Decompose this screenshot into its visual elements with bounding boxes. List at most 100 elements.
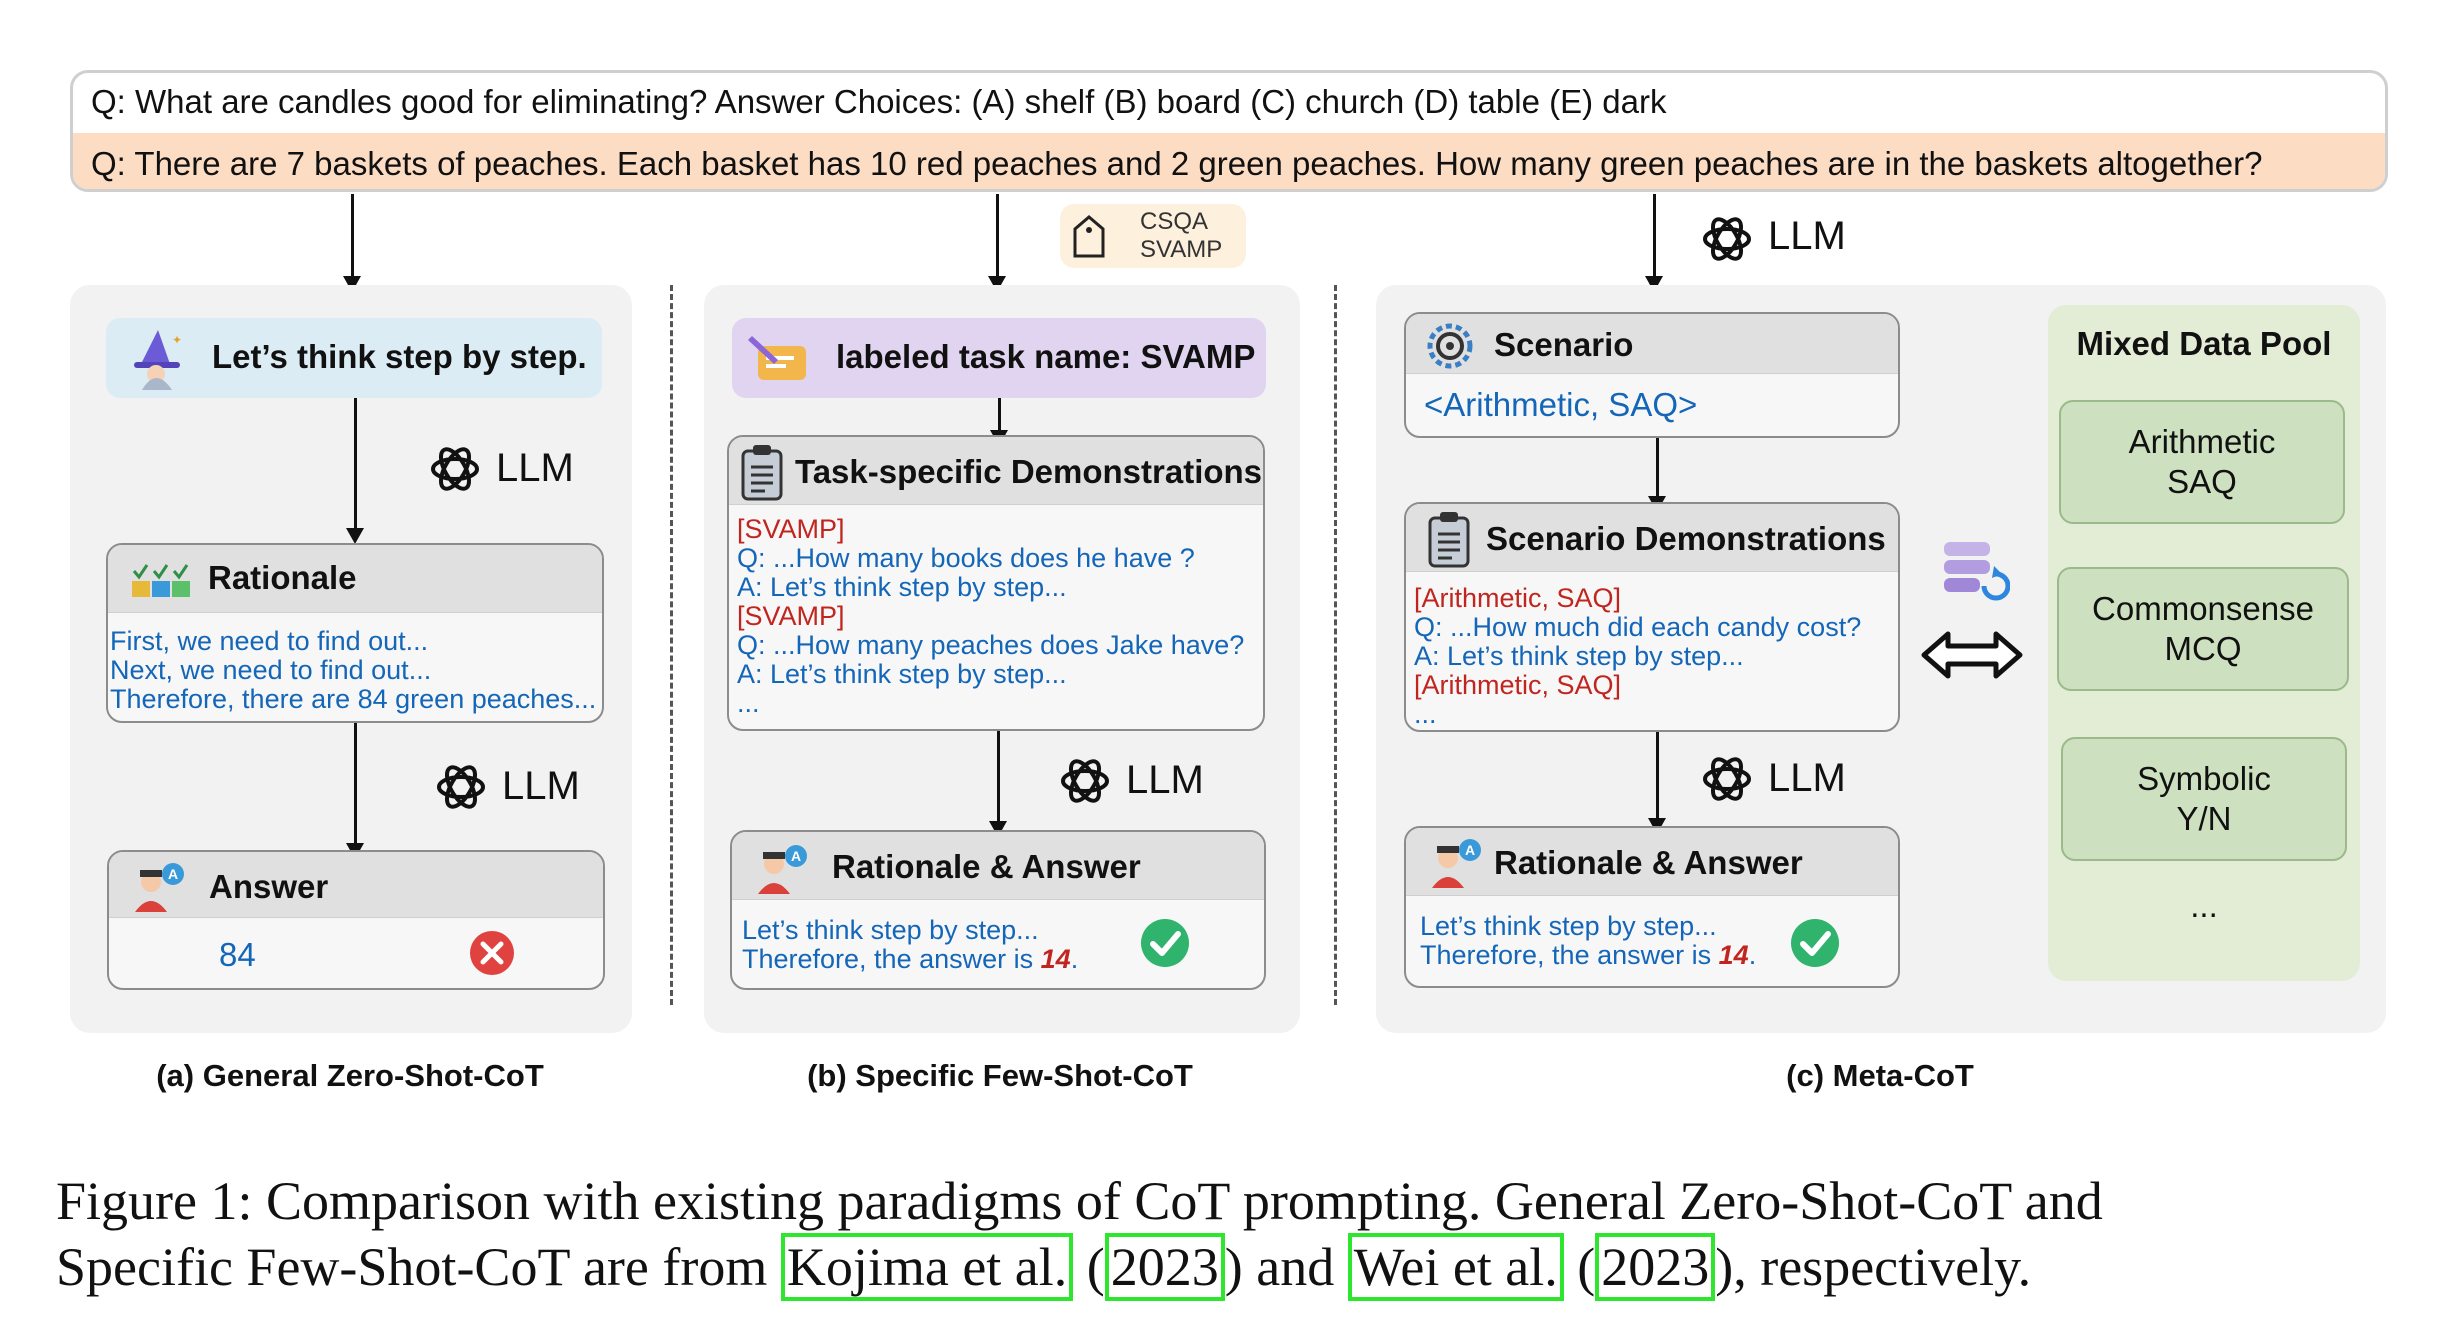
pool-item-line: SAQ bbox=[2167, 463, 2237, 500]
arrow-b3 bbox=[997, 731, 1000, 823]
svg-text:A: A bbox=[1465, 842, 1475, 858]
steps-icon bbox=[132, 564, 190, 597]
database-icon bbox=[1944, 542, 2010, 601]
demo-line: A: Let’s think step by step... bbox=[1414, 641, 1744, 671]
clipboard-icon bbox=[741, 445, 783, 501]
zero-shot-prompt: Let’s think step by step. bbox=[212, 338, 587, 375]
arrow-b2 bbox=[998, 398, 1001, 432]
arrow-c2 bbox=[1656, 438, 1659, 498]
pool-item-line: Arithmetic bbox=[2128, 423, 2276, 460]
demo-line: A: Let’s think step by step... bbox=[737, 659, 1067, 689]
citation-year-wei[interactable]: 2023 bbox=[1595, 1233, 1716, 1301]
citation-year-kojima[interactable]: 2023 bbox=[1104, 1233, 1225, 1301]
scenario-demos-header bbox=[1406, 504, 1898, 572]
arrow-a2 bbox=[354, 398, 357, 530]
result-prefix: Therefore, the answer is bbox=[1420, 940, 1719, 970]
caption-text: ( bbox=[1563, 1237, 1596, 1297]
demo-line: Q: ...How many peaches does Jake have? bbox=[737, 630, 1245, 660]
pool-item-line: MCQ bbox=[2164, 630, 2242, 667]
bidirectional-arrow-icon bbox=[1921, 631, 2023, 679]
person-answer-icon: A bbox=[758, 845, 807, 894]
arrow-a3 bbox=[354, 723, 357, 845]
result-prefix: Therefore, the answer is bbox=[742, 944, 1041, 974]
demo-line: [SVAMP] bbox=[737, 514, 845, 544]
task-demos-title: Task-specific Demonstrations bbox=[795, 453, 1263, 490]
prompt-box: ✦ Let’s think step by step. bbox=[106, 318, 602, 398]
answer-title: Answer bbox=[209, 868, 329, 905]
figure-caption-line2: Specific Few-Shot-CoT are from Kojima et… bbox=[56, 1233, 2396, 1301]
caption-b: (b) Specific Few-Shot-CoT bbox=[807, 1058, 1193, 1093]
tag-csqa: CSQA bbox=[1140, 208, 1209, 235]
answer-box: A Answer 84 bbox=[107, 850, 605, 990]
rationale-header bbox=[108, 545, 602, 613]
caption-text: ), respectively. bbox=[1715, 1237, 2032, 1297]
demo-line: Q: ...How much did each candy cost? bbox=[1414, 612, 1862, 642]
svg-text:A: A bbox=[168, 866, 178, 882]
few-shot-result-box: A Rationale & Answer Let’s think step by… bbox=[730, 830, 1266, 990]
arrow-c bbox=[1653, 194, 1656, 278]
rationale-box: Rationale First, we need to find out... … bbox=[106, 543, 604, 723]
tag-svamp: SVAMP bbox=[1140, 236, 1223, 263]
meta-result-title: Rationale & Answer bbox=[1494, 844, 1803, 881]
rationale-line: First, we need to find out... bbox=[110, 626, 429, 656]
gear-icon bbox=[1427, 323, 1473, 369]
answer-header bbox=[109, 852, 603, 918]
figure-caption-line1: Figure 1: Comparison with existing parad… bbox=[56, 1171, 2103, 1231]
citation-link-kojima[interactable]: Kojima et al. bbox=[780, 1233, 1074, 1301]
question-svamp: Q: There are 7 baskets of peaches. Each … bbox=[91, 145, 2263, 182]
result-suffix: . bbox=[1070, 944, 1079, 974]
rationale-line: Therefore, there are 84 green peaches... bbox=[110, 684, 597, 714]
arrow-c3 bbox=[1656, 732, 1659, 820]
arrow-b bbox=[996, 194, 999, 278]
person-answer-icon: A bbox=[135, 863, 184, 912]
pool-item-arithmetic: Arithmetic SAQ bbox=[2059, 400, 2345, 524]
question-highlight bbox=[73, 133, 2385, 189]
demo-line: [SVAMP] bbox=[737, 601, 845, 631]
demo-line: [Arithmetic, SAQ] bbox=[1414, 583, 1622, 613]
scenario-box: Scenario <Arithmetic, SAQ> bbox=[1404, 312, 1900, 438]
mixed-data-pool: Mixed Data Pool Arithmetic SAQ Commonsen… bbox=[2048, 305, 2360, 981]
result-line: Therefore, the answer is 14. bbox=[742, 945, 1078, 974]
result-line: Let’s think step by step... bbox=[742, 915, 1039, 945]
pool-more: ... bbox=[2190, 887, 2218, 924]
openai-icon bbox=[437, 765, 485, 809]
separator-ab bbox=[670, 285, 673, 1005]
person-answer-icon: A bbox=[1432, 839, 1481, 888]
scenario-title: Scenario bbox=[1494, 326, 1634, 363]
llm-label: LLM bbox=[496, 446, 574, 490]
llm-label: LLM bbox=[1768, 214, 1846, 258]
pool-title: Mixed Data Pool bbox=[2076, 325, 2332, 362]
pool-item-commonsense: Commonsense MCQ bbox=[2057, 567, 2349, 691]
openai-icon bbox=[1703, 757, 1751, 801]
pool-item-line: Symbolic bbox=[2137, 760, 2271, 797]
tag-icon bbox=[1073, 215, 1105, 258]
task-label-box: labeled task name: SVAMP bbox=[732, 318, 1266, 398]
citation-link-wei[interactable]: Wei et al. bbox=[1347, 1233, 1564, 1301]
rationale-title: Rationale bbox=[208, 559, 357, 596]
task-label: labeled task name: SVAMP bbox=[836, 338, 1256, 375]
result-line: Therefore, the answer is 14. bbox=[1420, 941, 1756, 970]
rationale-line: Next, we need to find out... bbox=[110, 655, 432, 685]
question-csqa: Q: What are candles good for eliminating… bbox=[91, 83, 1667, 120]
pool-item-line: Commonsense bbox=[2092, 590, 2314, 627]
pool-item-line: Y/N bbox=[2176, 800, 2232, 837]
arrow-a bbox=[351, 194, 354, 278]
few-shot-result-title: Rationale & Answer bbox=[832, 848, 1141, 885]
scenario-header bbox=[1406, 314, 1898, 374]
demo-line: ... bbox=[1414, 699, 1437, 729]
caption-a: (a) General Zero-Shot-CoT bbox=[156, 1058, 544, 1093]
openai-icon bbox=[1703, 217, 1751, 261]
dataset-tag: CSQA SVAMP bbox=[1060, 204, 1246, 268]
meta-result-box: A Rationale & Answer Let’s think step by… bbox=[1404, 826, 1900, 988]
label-pen-icon bbox=[748, 336, 806, 380]
pool-item-symbolic: Symbolic Y/N bbox=[2061, 737, 2347, 861]
demo-line: A: Let’s think step by step... bbox=[737, 572, 1067, 602]
clipboard-icon bbox=[1428, 512, 1470, 568]
answer-value: 84 bbox=[219, 936, 256, 973]
scenario-demos-box: Scenario Demonstrations [Arithmetic, SAQ… bbox=[1404, 502, 1900, 732]
result-suffix: . bbox=[1748, 940, 1757, 970]
caption-text: Specific Few-Shot-CoT are from bbox=[56, 1237, 781, 1297]
arrowhead-a2 bbox=[346, 528, 364, 544]
openai-icon bbox=[1061, 759, 1109, 803]
llm-label: LLM bbox=[1126, 758, 1204, 802]
